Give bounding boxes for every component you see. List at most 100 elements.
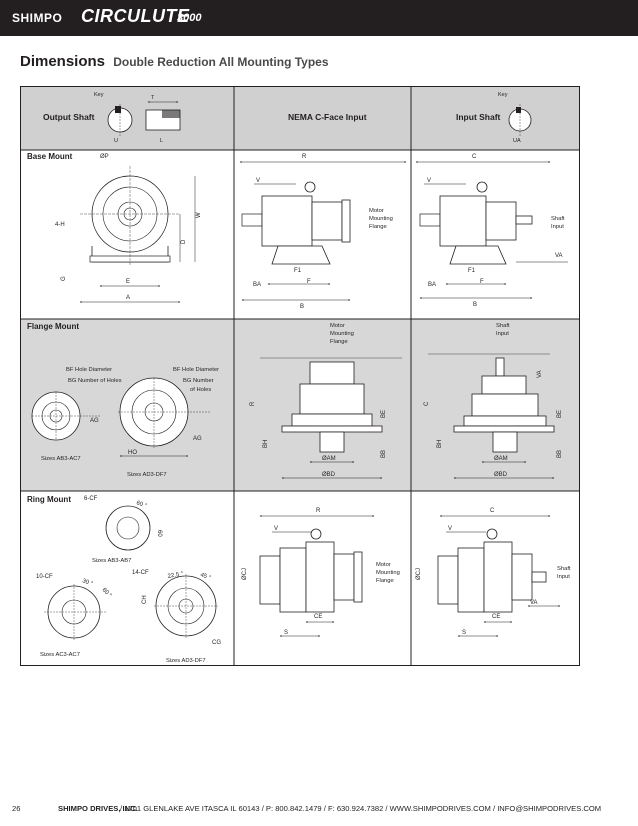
label-bb-2: BB [557,450,563,458]
label-am: ØAM [322,456,336,462]
label-f1-2: F1 [468,268,476,274]
label-motor-fm-3: Flange [330,339,348,345]
label-e: E [126,279,130,285]
label-60deg: 60 ° [135,500,148,510]
label-am-2: ØAM [494,456,508,462]
keyway [115,106,121,113]
label-f: F [307,279,311,285]
label-motor-3: Flange [369,224,387,230]
footer-company: SHIMPO DRIVES, INC. [58,804,138,813]
label-key: Key [94,92,104,98]
label-r-rm: R [316,508,321,514]
row-base-mount: Base Mount [27,152,73,161]
page-title: Dimensions Double Reduction All Mounting… [20,53,329,70]
dimensions-drawing: Output Shaft Key U T L NEMA C-Face Input… [20,86,580,666]
label-sizes-ad3-df7: Sizes AD3-DF7 [127,472,167,478]
label-u: U [114,138,118,144]
input-shaft-header: Input Shaft Key UA [456,92,532,144]
label-t: T [151,95,155,101]
label-cg: CG [212,640,221,646]
label-be: BE [381,410,387,418]
label-motor-2: Mounting [369,216,393,222]
col-output-shaft: Output Shaft [43,112,95,122]
label-va-fm: VA [537,370,543,378]
output-shaft-header: Output Shaft Key U T L [43,92,181,144]
flange-mount-nema-view: Motor Mounting Flange R BH BE BB ØAM ØBD [250,323,402,479]
row-ring-mount: Ring Mount [27,495,71,504]
label-4h: 4-H [55,222,65,228]
label-v: V [256,178,260,184]
label-shaft-rm-1: Shaft [557,566,571,572]
label-bh: BH [263,440,269,448]
product-model: 3000 [177,12,202,24]
label-sizes-ad3-df7-2: Sizes AD3-DF7 [166,658,206,664]
label-ua: UA [513,138,521,144]
label-cj: ØCJ [242,568,248,580]
label-g: G [61,276,67,281]
product-logo: CIRCULUTE [81,6,190,26]
label-v-rm: V [274,526,278,532]
label-sizes-ac3-ac7: Sizes AC3-AC7 [40,652,80,658]
label-motor-fm-2: Mounting [330,331,354,337]
label-r: R [302,154,307,160]
row-flange-mount: Flange Mount [27,322,79,331]
label-be-2: BE [557,410,563,418]
label-shaft-rm-2: Input [557,574,570,580]
label-s-2: S [462,630,466,636]
label-bd: ØBD [322,472,336,478]
label-sizes-ab3-ab7: Sizes AB3-AB7 [92,558,131,564]
label-bf-2: BF Hole Diameter [173,367,219,373]
label-60: 60 [156,530,162,537]
label-bg-2: BG Number [183,378,214,384]
label-va-rm: VA [530,600,538,606]
label-30deg: 30 ° [81,578,94,588]
label-ag-1: AG [90,418,99,424]
base-mount-nema-side-view: R V Motor Mounting Flange F1 BA F B [239,154,407,310]
label-bd-2: ØBD [494,472,508,478]
ring-mount-nema-view: R V ØCJ Motor Mounting Flange CE S [242,508,400,637]
label-phi-p: ØP [100,154,109,160]
label-bf-1: BF Hole Diameter [66,367,112,373]
label-c-rm: C [490,508,495,514]
label-ho: HO [128,450,137,456]
label-bg-1: BG Number of Holes [68,378,122,384]
footer-address: / 1701 GLENLAKE AVE ITASCA IL 60143 / P:… [120,804,602,813]
ring-mount-input-view: C V ØCJ Shaft Input VA CE S [416,508,571,637]
label-ba-2: BA [428,282,436,288]
label-ce: CE [314,614,322,620]
label-shaft-fm-1: Shaft [496,323,510,329]
label-a: A [126,295,130,301]
label-r-fm: R [250,401,256,406]
label-l: L [160,138,163,144]
label-d: D [181,239,187,244]
label-motor-rm-1: Motor [376,562,391,568]
label-motor-rm-2: Mounting [376,570,400,576]
label-shaft-2: Input [551,224,564,230]
label-motor-rm-3: Flange [376,578,394,584]
label-ba: BA [253,282,261,288]
flange-mount-input-view: Shaft Input C VA BH BE BB ØAM ØBD [424,323,563,479]
label-b: B [300,304,304,310]
label-ag-2: AG [193,436,202,442]
dimensions-figure: Output Shaft Key U T L NEMA C-Face Input… [20,86,580,666]
header-banner: SHIMPO CIRCULUTE 3000 [0,0,638,36]
label-ch: CH [142,595,148,604]
label-motor-1: Motor [369,208,384,214]
label-key-2: Key [498,92,508,98]
label-14cf: 14-CF [132,570,149,576]
label-6cf: 6-CF [84,496,98,502]
label-s: S [284,630,288,636]
label-f-2: F [480,279,484,285]
label-cj-2: ØCJ [416,568,422,580]
base-mount-front-view: ØP 4-H W D G E A [55,154,202,303]
label-ce-2: CE [492,614,500,620]
label-shaft-fm-2: Input [496,331,509,337]
label-c: C [472,154,477,160]
label-motor-fm-1: Motor [330,323,345,329]
label-shaft-1: Shaft [551,216,565,222]
page-number: 26 [12,804,21,813]
title-main: Dimensions [20,53,106,70]
label-sizes-ab3-ac7: Sizes AB3-AC7 [41,456,81,462]
label-v-rm-2: V [448,526,452,532]
title-subtitle: Double Reduction All Mounting Types [113,55,329,69]
